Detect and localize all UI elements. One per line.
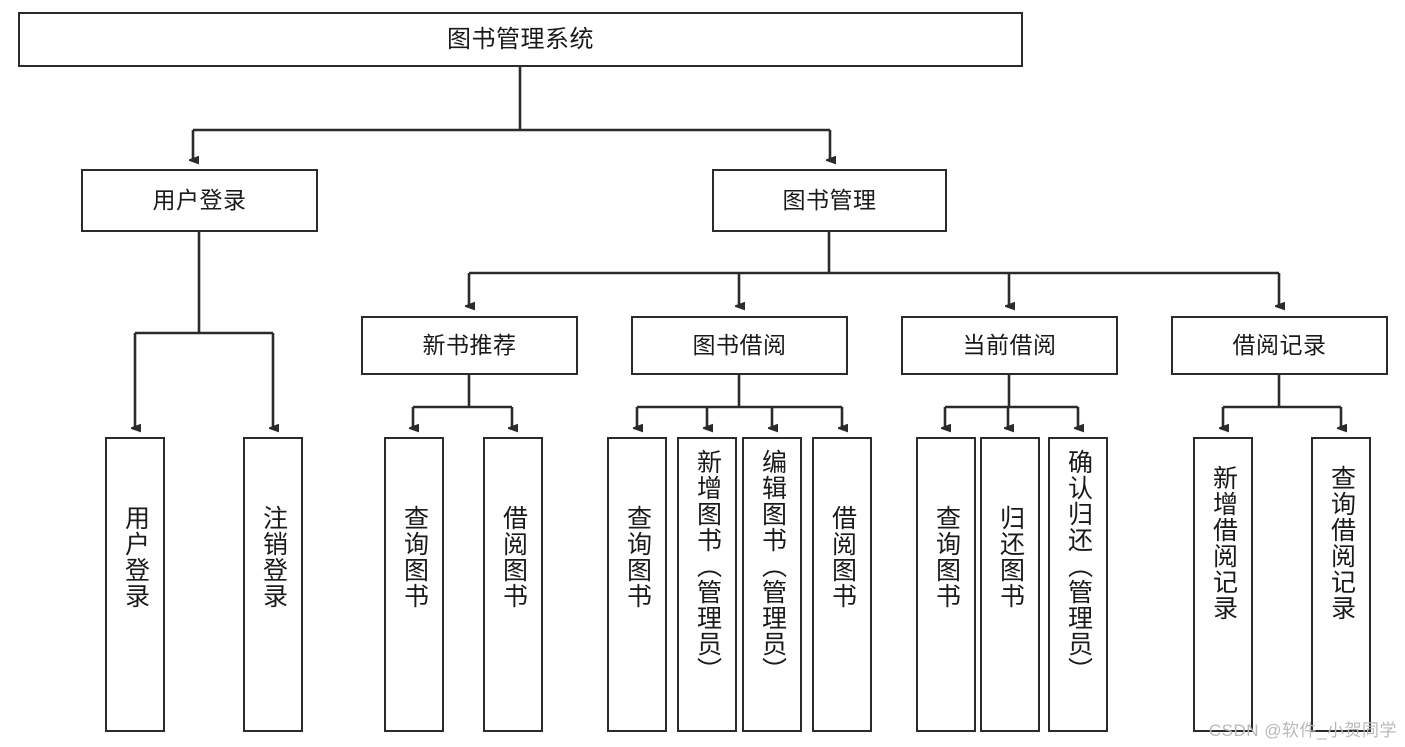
node-leaf-user-login-label: 用户登录: [121, 505, 150, 609]
node-user-login[interactable]: 用户登录: [81, 169, 318, 232]
node-leaf-borrow-book-2[interactable]: 借阅图书: [812, 437, 872, 732]
node-new-book-recommend-label: 新书推荐: [422, 332, 517, 358]
node-leaf-query-book-1-label: 查询图书: [400, 505, 429, 609]
node-leaf-borrow-book-1-label: 借阅图书: [499, 505, 528, 609]
node-leaf-user-login[interactable]: 用户登录: [105, 437, 165, 732]
node-leaf-query-book-3-label: 查询图书: [932, 505, 961, 609]
node-leaf-edit-book[interactable]: 编辑图书（管理员）: [742, 437, 802, 732]
node-leaf-add-record[interactable]: 新增借阅记录: [1193, 437, 1253, 732]
watermark-text: CSDN @软件_小贺同学: [1208, 721, 1397, 740]
node-borrow-record-label: 借阅记录: [1232, 332, 1327, 358]
node-leaf-query-record-label: 查询借阅记录: [1327, 465, 1356, 621]
node-leaf-borrow-book-1[interactable]: 借阅图书: [483, 437, 543, 732]
node-root[interactable]: 图书管理系统: [18, 12, 1023, 67]
node-book-management-label: 图书管理: [782, 187, 877, 213]
node-book-management[interactable]: 图书管理: [712, 169, 947, 232]
node-leaf-add-book[interactable]: 新增图书（管理员）: [677, 437, 737, 732]
node-leaf-query-book-2[interactable]: 查询图书: [607, 437, 667, 732]
node-user-login-label: 用户登录: [152, 187, 247, 213]
node-leaf-logout-login-label: 注销登录: [259, 505, 288, 609]
node-leaf-query-book-1[interactable]: 查询图书: [384, 437, 444, 732]
node-leaf-query-record[interactable]: 查询借阅记录: [1311, 437, 1371, 732]
node-book-borrow[interactable]: 图书借阅: [631, 316, 848, 375]
node-leaf-add-book-label: 新增图书（管理员）: [693, 449, 722, 683]
node-leaf-logout-login[interactable]: 注销登录: [243, 437, 303, 732]
node-current-borrow-label: 当前借阅: [962, 332, 1057, 358]
node-leaf-return-book-label: 归还图书: [996, 505, 1025, 609]
node-leaf-borrow-book-2-label: 借阅图书: [828, 505, 857, 609]
node-leaf-return-book[interactable]: 归还图书: [980, 437, 1040, 732]
node-leaf-confirm-return-label: 确认归还（管理员）: [1064, 449, 1093, 683]
node-leaf-query-book-2-label: 查询图书: [623, 505, 652, 609]
node-borrow-record[interactable]: 借阅记录: [1171, 316, 1388, 375]
node-leaf-edit-book-label: 编辑图书（管理员）: [758, 449, 787, 683]
node-new-book-recommend[interactable]: 新书推荐: [361, 316, 578, 375]
node-leaf-add-record-label: 新增借阅记录: [1209, 465, 1238, 621]
node-leaf-query-book-3[interactable]: 查询图书: [916, 437, 976, 732]
node-root-label: 图书管理系统: [447, 25, 594, 53]
node-book-borrow-label: 图书借阅: [692, 332, 787, 358]
node-leaf-confirm-return[interactable]: 确认归还（管理员）: [1048, 437, 1108, 732]
node-current-borrow[interactable]: 当前借阅: [901, 316, 1118, 375]
